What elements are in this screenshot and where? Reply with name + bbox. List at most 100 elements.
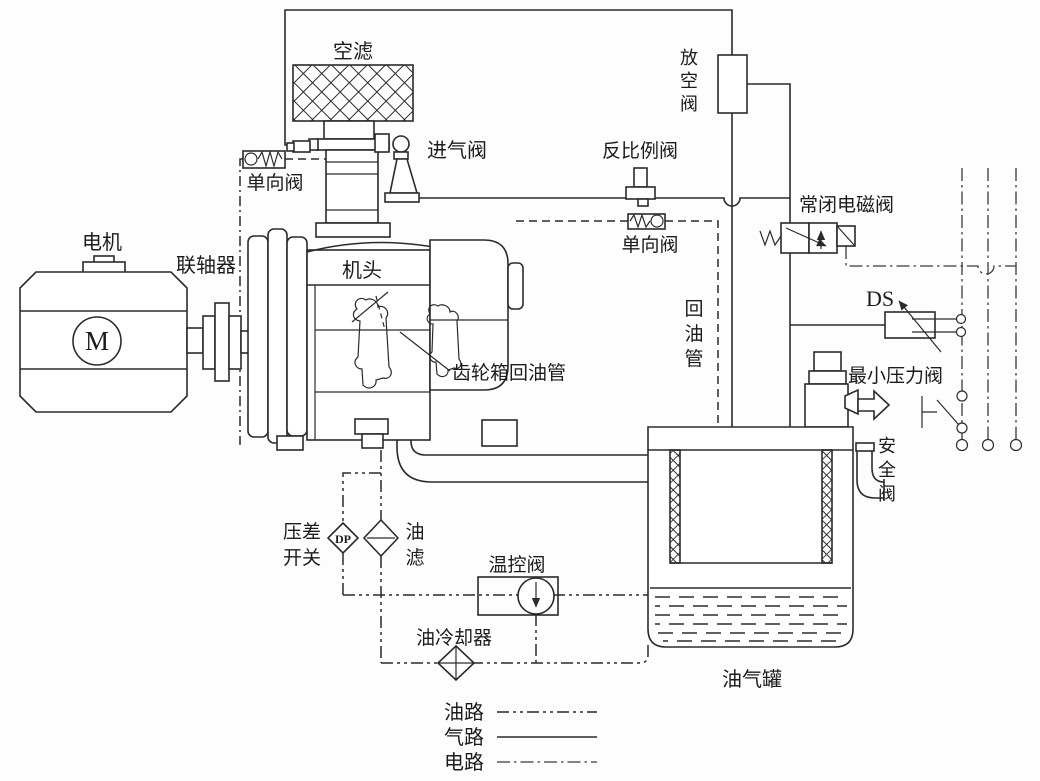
mpv-body (804, 383, 849, 428)
solenoid-spring (759, 229, 782, 247)
airend-cylinder (429, 239, 509, 391)
switch-pole (921, 396, 937, 428)
dp-switch-diamond (326, 521, 360, 555)
safety-valve (855, 442, 885, 501)
airend-body (306, 249, 431, 441)
airend-internal-diag (351, 291, 389, 323)
airend-foot-left (276, 435, 304, 451)
check-valve-mid-spring (629, 213, 651, 229)
airend-flange-1 (247, 235, 269, 438)
ds-pressure-switch (884, 300, 967, 353)
gearbox-dash-detail (375, 295, 386, 331)
dp-branch-top (342, 472, 381, 523)
actuator-neck (393, 151, 409, 160)
terminal-3 (1009, 438, 1023, 452)
mpv-outlet-arrow (857, 389, 891, 421)
blowoff-label-char1: 放 (680, 48, 698, 68)
intake-valve-lines (326, 161, 378, 211)
airend (247, 228, 524, 451)
discharge-pipe-outer (396, 432, 650, 483)
motor-label: 电机 (82, 231, 122, 254)
separator-wall-right (821, 449, 833, 564)
intake-fitting (292, 140, 311, 153)
safety-valve-label-char3: 阀 (878, 484, 896, 504)
motor-shaft (186, 327, 204, 354)
oil-return-label-char1: 回 (684, 299, 703, 320)
check-valve-mid (627, 213, 666, 230)
airend-cylinder-step (507, 262, 524, 310)
legend-oil-label: 油路 (444, 701, 484, 724)
temp-valve-label: 温控阀 (488, 554, 545, 576)
dp-switch-label-line1: 压差 (283, 521, 321, 543)
coupling-disc-2 (214, 302, 230, 382)
airend-oil-fitting-2 (361, 433, 384, 449)
oil-lines (342, 450, 649, 664)
mpv-cap (813, 351, 842, 372)
mpv-outlet (844, 388, 859, 416)
coupling-disc-1 (202, 315, 216, 370)
pressure-contact-switch (921, 390, 968, 434)
intake-valve-label: 进气阀 (427, 139, 487, 162)
check-valve-mid-label: 单向阀 (621, 234, 678, 256)
ds-contact-1 (955, 313, 967, 325)
safety-valve-label-char1: 安 (878, 436, 896, 456)
air-filter-element (292, 64, 414, 122)
solenoid-arrow-closed (785, 227, 827, 247)
check-valve-left (242, 149, 286, 169)
terminal-2 (981, 438, 995, 452)
airend-oil-fitting (354, 418, 389, 435)
safety-valve-label-char2: 全 (878, 460, 896, 480)
inverse-prop-valve-label: 反比例阀 (602, 140, 678, 162)
oil-filter-label-line2: 滤 (405, 547, 424, 569)
intake-lower-flange (315, 222, 391, 238)
regulation-gas-line (418, 197, 790, 207)
switch-blade (936, 399, 960, 426)
airend-flange-3 (286, 236, 308, 437)
safety-valve-cap (855, 442, 875, 452)
blowoff-label-char3: 阀 (680, 94, 698, 114)
prop-valve-nub (637, 198, 649, 207)
check-valve-left-spring (257, 149, 283, 169)
cooler-oil-line (381, 645, 649, 664)
airend-flange-2 (267, 228, 288, 444)
dp-symbol-label: DP (335, 532, 351, 546)
check-valve-mid-ball (650, 214, 664, 228)
electric-lines (845, 168, 1023, 452)
oil-cooler-cross (438, 646, 474, 680)
check-valve-left-label: 单向阀 (246, 172, 303, 194)
tank-shell (647, 426, 854, 648)
min-pressure-valve (804, 351, 891, 428)
gearbox-casting-blob-2 (426, 304, 462, 378)
intake-fitting-tip (286, 142, 295, 152)
air-filter-label: 空滤 (333, 40, 373, 63)
labels: 空滤 进气阀 单向阀 反比例阀 单向阀 放 空 阀 常闭电磁阀 DS 电机 联轴… (82, 40, 943, 691)
coupling-label: 联轴器 (176, 254, 236, 277)
switch-contact-bottom (956, 422, 968, 434)
actuator-ball (392, 135, 410, 153)
intake-assembly (286, 64, 420, 238)
motor-circle (72, 316, 122, 366)
discharge-pipe-inner (410, 432, 650, 456)
oil-gas-tank (647, 426, 854, 648)
min-pressure-valve-label: 最小压力阀 (848, 365, 943, 387)
check-valve-left-ball (244, 152, 258, 166)
oil-cooler-label: 油冷却器 (416, 627, 492, 649)
coupling-disc-3 (228, 315, 242, 370)
legend: 油路 气路 电路 (444, 701, 597, 774)
safety-valve-elbow (856, 451, 885, 501)
switch-contact-top (956, 390, 968, 402)
oil-filter-label-line1: 油 (405, 521, 424, 543)
left-check-valve-line (239, 158, 243, 445)
ds-piston-lines (912, 318, 956, 333)
prop-valve-stem (633, 167, 648, 188)
gearbox-casting-blob-1 (352, 297, 392, 389)
inverse-proportional-valve (625, 167, 656, 207)
filter-neck (323, 120, 375, 140)
intake-valve-body (325, 149, 379, 224)
legend-gas-label: 气路 (444, 726, 484, 749)
blowoff-valve-body (717, 54, 748, 114)
actuator-bell (389, 158, 419, 194)
motor-bands (20, 310, 187, 370)
